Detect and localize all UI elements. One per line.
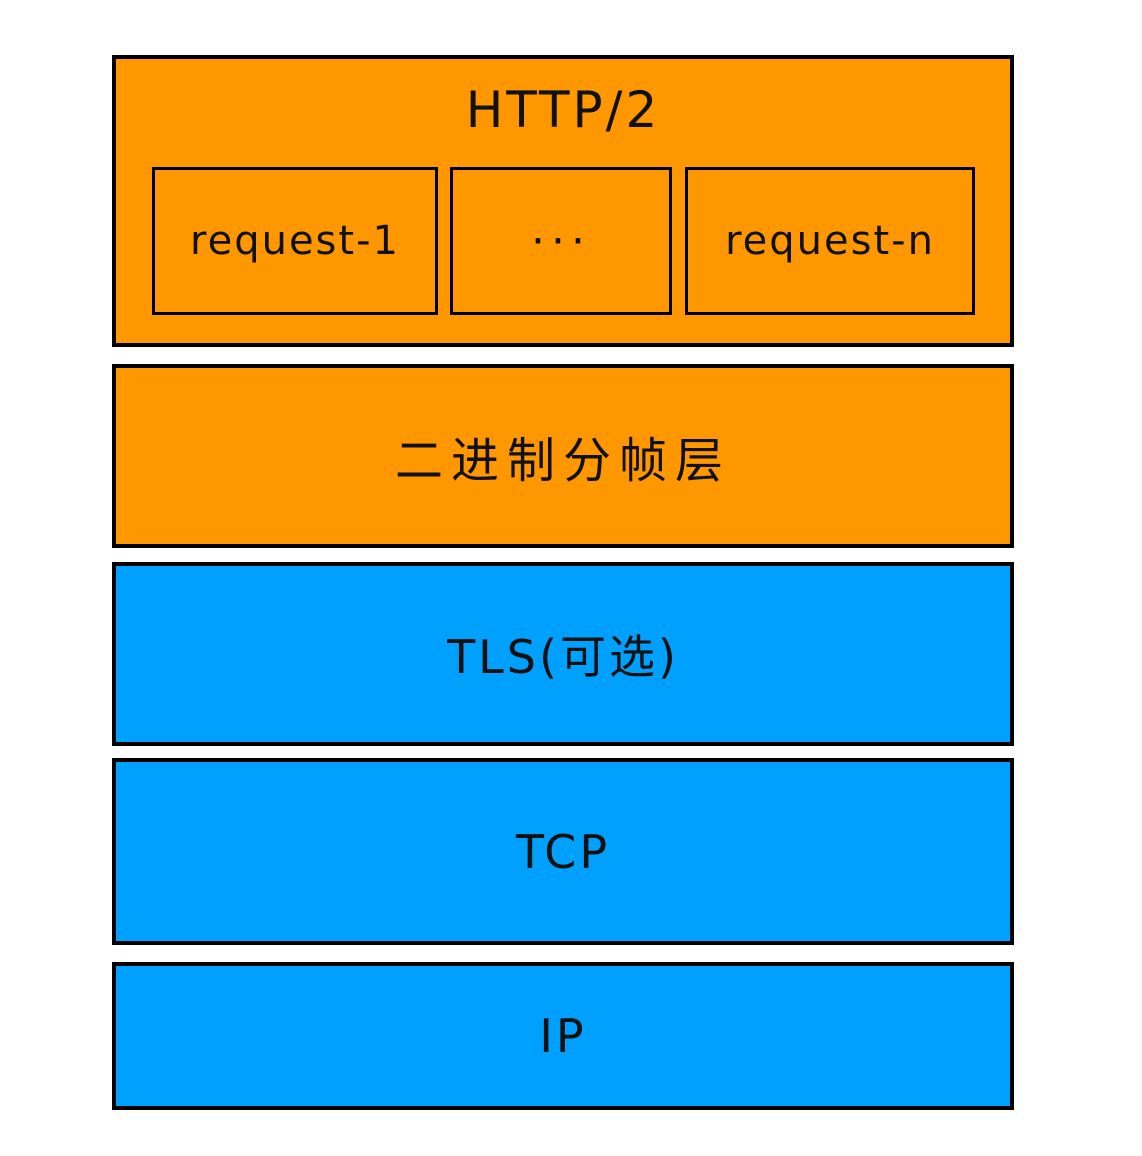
layer-tls-label: TLS(可选)	[447, 630, 679, 684]
layer-binary-framing-label: 二进制分帧层	[394, 433, 731, 489]
request-1-label: request-1	[190, 218, 400, 264]
layer-tls: TLS(可选)	[112, 562, 1014, 746]
request-1-box: request-1	[152, 167, 438, 315]
layer-ip-label: IP	[539, 1009, 587, 1063]
request-n-label: request-n	[725, 218, 935, 264]
layer-http2: HTTP/2 request-1 ··· request-n	[112, 55, 1014, 347]
layer-tcp-label: TCP	[515, 824, 611, 879]
ellipsis-box: ···	[450, 167, 672, 315]
request-n-box: request-n	[685, 167, 975, 315]
layer-http2-label: HTTP/2	[465, 81, 661, 139]
layer-tcp: TCP	[112, 758, 1014, 945]
layer-binary-framing: 二进制分帧层	[112, 364, 1014, 548]
layer-ip: IP	[112, 962, 1014, 1110]
ellipsis-label: ···	[531, 215, 591, 267]
